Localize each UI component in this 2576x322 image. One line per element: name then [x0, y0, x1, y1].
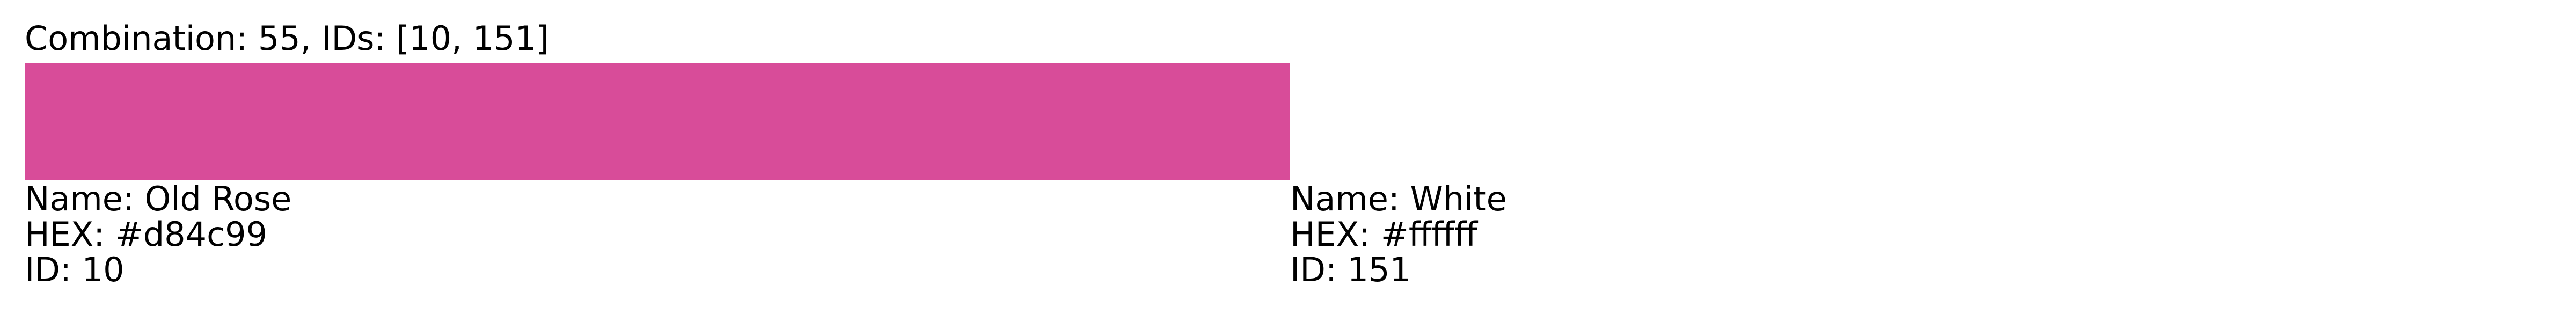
color-hex-label: HEX: #d84c99 [25, 215, 268, 254]
color-info-old-rose: Name: Old Rose HEX: #d84c99 ID: 10 [25, 181, 291, 288]
color-id-label: ID: 151 [1290, 250, 1411, 289]
color-id-label: ID: 10 [25, 250, 125, 289]
color-swatch-old-rose [25, 63, 1290, 180]
combination-title: Combination: 55, IDs: [10, 151] [25, 19, 550, 58]
color-hex-label: HEX: #ffffff [1290, 215, 1477, 254]
color-swatch-white [1290, 63, 2556, 180]
color-name-label: Name: Old Rose [25, 179, 292, 218]
color-info-white: Name: White HEX: #ffffff ID: 151 [1290, 181, 1507, 288]
color-name-label: Name: White [1290, 179, 1507, 218]
